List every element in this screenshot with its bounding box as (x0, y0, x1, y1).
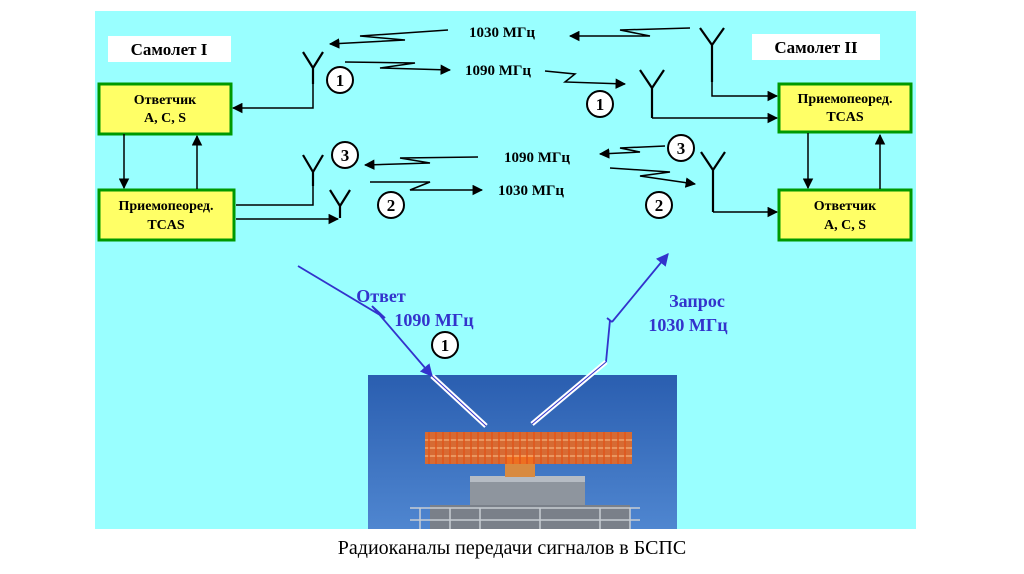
aircraft-1-transceiver-box: Приемопеоред. TCAS (97, 188, 236, 242)
radar-photo (368, 375, 677, 529)
aircraft-2-transponder-line1: Ответчик (814, 199, 877, 214)
ground-links (297, 254, 668, 428)
aircraft-2-transponder-line2: A, C, S (824, 218, 866, 233)
marker-3-left-text: 3 (341, 146, 350, 165)
reply-arrow (297, 265, 433, 377)
marker-2-right-text: 2 (655, 196, 664, 215)
reply-label-line2: 1090 МГц (394, 310, 474, 330)
aircraft-1-label: Самолет I (108, 36, 231, 62)
air-radio-links (328, 27, 697, 196)
aircraft-2-transponder-box: Ответчик A, C, S (777, 188, 913, 242)
link-top-1030-left (328, 29, 449, 49)
marker-3-right-text: 3 (677, 139, 686, 158)
request-label-line1: Запрос (669, 291, 725, 311)
link-top-1090-right (544, 70, 627, 89)
marker-3-right: 3 (667, 134, 695, 162)
aircraft-1-transponder-line1: Ответчик (134, 93, 197, 108)
request-arrow (605, 254, 668, 363)
aircraft-2-label: Самолет II (752, 34, 880, 60)
aircraft-1-transceiver-line2: TCAS (147, 218, 185, 233)
aircraft-1-transceiver-line1: Приемопеоред. (119, 199, 214, 214)
aircraft-2-transceiver-box: Приемопеоред. TCAS (777, 82, 913, 134)
link-top-1090-left (344, 61, 452, 75)
marker-1-right: 1 (586, 90, 614, 118)
slide-caption: Радиоканалы передачи сигналов в БСПС (337, 537, 687, 559)
aircraft-2-transceiver-line1: Приемопеоред. (798, 92, 893, 107)
aircraft-1-transponder-box: Ответчик A, C, S (97, 82, 233, 136)
link-mid-1090-left (363, 156, 479, 170)
marker-1-right-text: 1 (596, 95, 605, 114)
marker-1-left-text: 1 (336, 71, 345, 90)
aircraft-2-transceiver-line2: TCAS (826, 110, 864, 125)
reply-label-line1: Ответ (356, 286, 406, 306)
aircraft-2-label-text: Самолет II (774, 38, 858, 57)
marker-1-ground-text: 1 (441, 336, 450, 355)
link-label-mid-1030: 1030 МГц (498, 183, 564, 199)
link-mid-1030-left (370, 181, 484, 196)
link-label-top-1030: 1030 МГц (469, 25, 535, 41)
link-mid-1030-right (609, 167, 697, 188)
aircraft-1-transponder-line2: A, C, S (144, 111, 186, 126)
link-label-top-1090: 1090 МГц (465, 63, 531, 79)
link-mid-1090-right (598, 145, 666, 159)
marker-1-ground: 1 (431, 331, 459, 359)
marker-2-left: 2 (377, 191, 405, 219)
marker-2-right: 2 (645, 191, 673, 219)
marker-3-left: 3 (331, 141, 359, 169)
marker-1-left: 1 (326, 66, 354, 94)
link-top-1030-right (568, 27, 691, 42)
link-label-mid-1090: 1090 МГц (504, 150, 570, 166)
wiring (231, 82, 777, 225)
request-label-line2: 1030 МГц (648, 315, 728, 335)
aircraft-1-label-text: Самолет I (131, 40, 208, 59)
antenna-icon (302, 27, 726, 218)
marker-2-left-text: 2 (387, 196, 396, 215)
